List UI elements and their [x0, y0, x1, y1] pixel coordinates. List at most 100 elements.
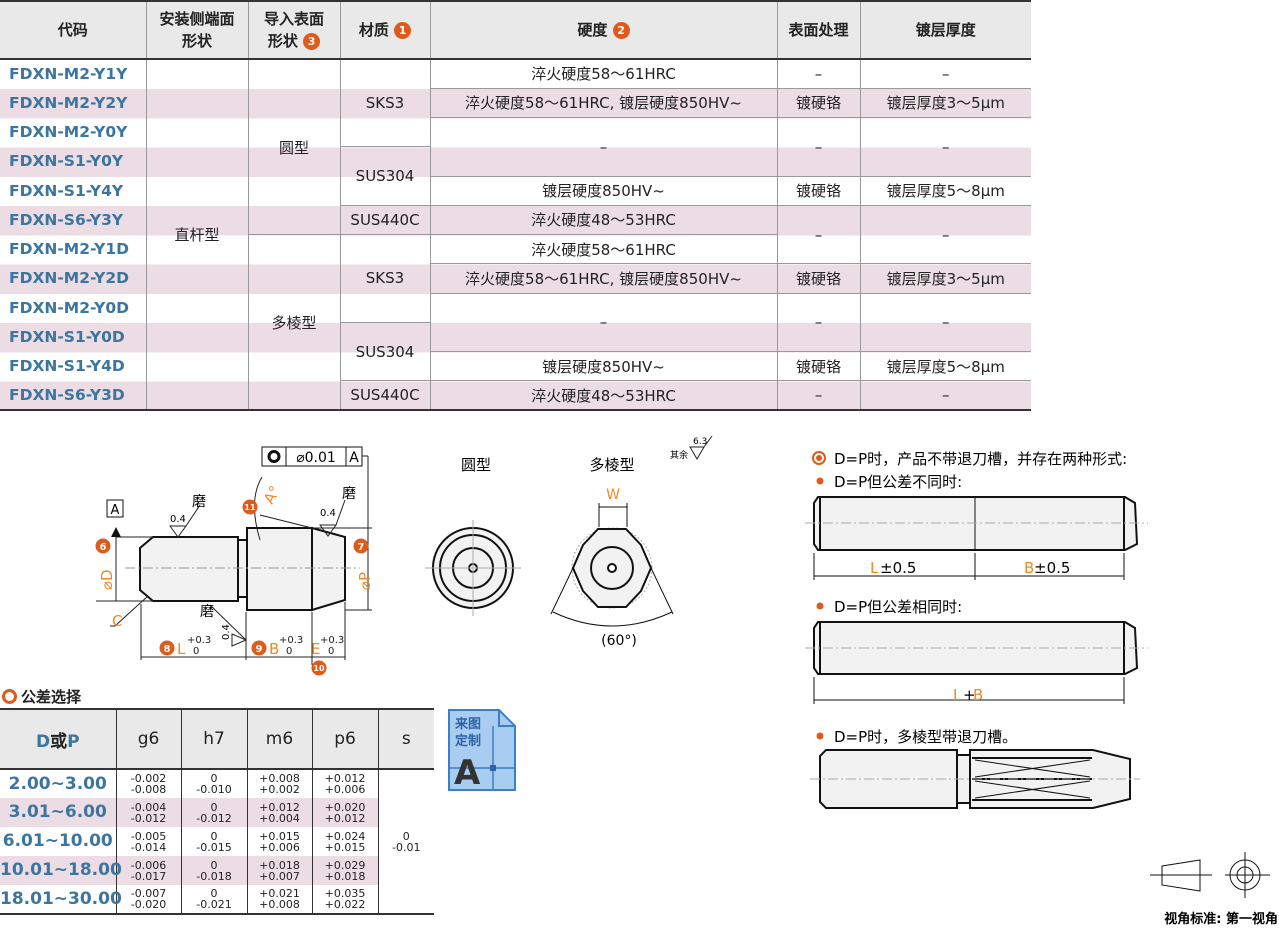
- header-mount: 安装侧端面形状: [145, 1, 248, 60]
- svg-text:⌀0.01: ⌀0.01: [296, 450, 336, 466]
- hardness: 淬火硬度58～61HRC: [429, 234, 777, 265]
- svg-text:B: B: [269, 640, 279, 658]
- surface: 镀硬铬: [776, 88, 860, 119]
- svg-text:其余: 其余: [670, 449, 688, 461]
- svg-text:9: 9: [256, 644, 263, 655]
- hardness: 镀层硬度850HV~: [429, 176, 777, 206]
- hardness: 镀层硬度850HV~: [429, 351, 777, 382]
- tol-g6: -0.004-0.012: [115, 798, 181, 827]
- product-code[interactable]: FDXN-M2-Y2D: [9, 269, 130, 288]
- product-code[interactable]: FDXN-M2-Y0D: [9, 298, 130, 317]
- tol-h7: 0-0.015: [180, 827, 247, 856]
- round-end-view: [425, 520, 521, 616]
- poly-end-view: [550, 503, 674, 627]
- pin-case3: [810, 749, 1140, 809]
- spec-table: 代码 安装侧端面形状 导入表面形状 3 材质 1 硬度 2 表面处理 镀层厚度 …: [0, 0, 1031, 411]
- svg-text:0: 0: [286, 646, 292, 657]
- surface: –: [776, 205, 860, 265]
- surface: –: [776, 293, 860, 352]
- svg-text:B: B: [1024, 559, 1034, 577]
- tol-h7: 0-0.021: [180, 885, 247, 914]
- plating: 镀层厚度5～8μm: [859, 351, 1031, 382]
- svg-text:L: L: [870, 559, 879, 577]
- svg-text:7: 7: [358, 542, 365, 553]
- table-row: FDXN-S1-Y0D SUS304: [0, 322, 1031, 382]
- product-code[interactable]: FDXN-S1-Y4Y: [9, 181, 124, 200]
- tol-h7: 0-0.018: [180, 856, 247, 885]
- svg-text:来图: 来图: [454, 716, 481, 732]
- tol-g6: -0.005-0.014: [115, 827, 181, 856]
- product-code[interactable]: FDXN-M2-Y1D: [9, 240, 130, 259]
- svg-text:+0.3: +0.3: [279, 635, 303, 646]
- svg-text:0: 0: [193, 646, 199, 657]
- poly-view-label: 多棱型: [589, 456, 634, 474]
- product-code[interactable]: FDXN-S1-Y0D: [9, 327, 125, 346]
- material: SKS3: [339, 59, 430, 148]
- svg-text:⌀P: ⌀P: [356, 572, 374, 590]
- hardness: 淬火硬度48～53HRC: [429, 380, 777, 411]
- svg-text:C: C: [112, 612, 122, 630]
- product-code[interactable]: FDXN-M2-Y2Y: [9, 93, 128, 112]
- datum-a-label: A: [111, 503, 120, 518]
- svg-text:A: A: [454, 753, 481, 792]
- table-row: FDXN-M2-Y0D–––: [0, 293, 1031, 352]
- svg-text:6: 6: [100, 542, 107, 553]
- svg-text:0.4: 0.4: [221, 624, 232, 640]
- surface: 镀硬铬: [776, 263, 860, 294]
- header-lead: 导入表面形状 3: [247, 1, 340, 60]
- plating: 镀层厚度3～5μm: [859, 263, 1031, 294]
- material: SUS304: [339, 322, 430, 382]
- header-m6: m6: [246, 709, 312, 770]
- ring-icon: [2, 689, 17, 704]
- tol-p6: +0.029+0.018: [311, 856, 378, 885]
- hardness: 淬火硬度58～61HRC, 镀层硬度850HV~: [429, 263, 777, 294]
- svg-text:±0.5: ±0.5: [1034, 559, 1070, 577]
- svg-text:L: L: [953, 686, 962, 704]
- spec-table-container: 代码 安装侧端面形状 导入表面形状 3 材质 1 硬度 2 表面处理 镀层厚度 …: [0, 0, 1031, 412]
- hardness: 淬火硬度58～61HRC, 镀层硬度850HV~: [429, 88, 777, 119]
- svg-text:W: W: [606, 487, 620, 503]
- svg-text:+: +: [963, 686, 976, 704]
- surface: –: [776, 117, 860, 177]
- product-code[interactable]: FDXN-S6-Y3Y: [9, 210, 124, 229]
- pin-case1: [805, 496, 1148, 580]
- surface: –: [776, 380, 860, 411]
- plating: –: [859, 117, 1031, 177]
- spec-header-row: 代码 安装侧端面形状 导入表面形状 3 材质 1 硬度 2 表面处理 镀层厚度: [0, 1, 1031, 60]
- material: SKS3: [339, 234, 430, 323]
- product-code[interactable]: FDXN-S1-Y0Y: [9, 152, 124, 171]
- svg-text:定制: 定制: [454, 733, 481, 749]
- product-code[interactable]: FDXN-S1-Y4D: [9, 357, 125, 376]
- svg-text:D=P时，多棱型带退刀槽。: D=P时，多棱型带退刀槽。: [834, 728, 1017, 746]
- svg-text:6.3: 6.3: [693, 437, 707, 447]
- tol-h7: 0-0.010: [180, 769, 247, 798]
- svg-text:A°: A°: [260, 483, 284, 507]
- tol-m6: +0.021+0.008: [246, 885, 312, 914]
- product-code[interactable]: FDXN-S6-Y3D: [9, 385, 125, 404]
- tol-m6: +0.018+0.007: [246, 856, 312, 885]
- custom-drawing-badge[interactable]: 来图 定制 A: [447, 708, 517, 793]
- svg-text:11: 11: [244, 503, 256, 512]
- tol-m6: +0.012+0.004: [246, 798, 312, 827]
- size-range: 3.01~6.00: [0, 798, 116, 827]
- svg-text:D=P但公差不同时:: D=P但公差不同时:: [834, 473, 962, 491]
- plating: 镀层厚度5～8μm: [859, 176, 1031, 206]
- svg-text:磨: 磨: [192, 494, 206, 510]
- svg-text:B: B: [973, 686, 983, 704]
- product-code[interactable]: FDXN-M2-Y1Y: [9, 65, 128, 84]
- product-code[interactable]: FDXN-M2-Y0Y: [9, 123, 128, 142]
- note-2-badge: 2: [612, 22, 630, 39]
- size-range: 10.01~18.00: [0, 856, 122, 885]
- surface: 镀硬铬: [776, 176, 860, 206]
- tol-g6: -0.002-0.008: [115, 769, 181, 798]
- header-h7: h7: [180, 709, 247, 770]
- lead-shape: 多棱型: [247, 234, 340, 411]
